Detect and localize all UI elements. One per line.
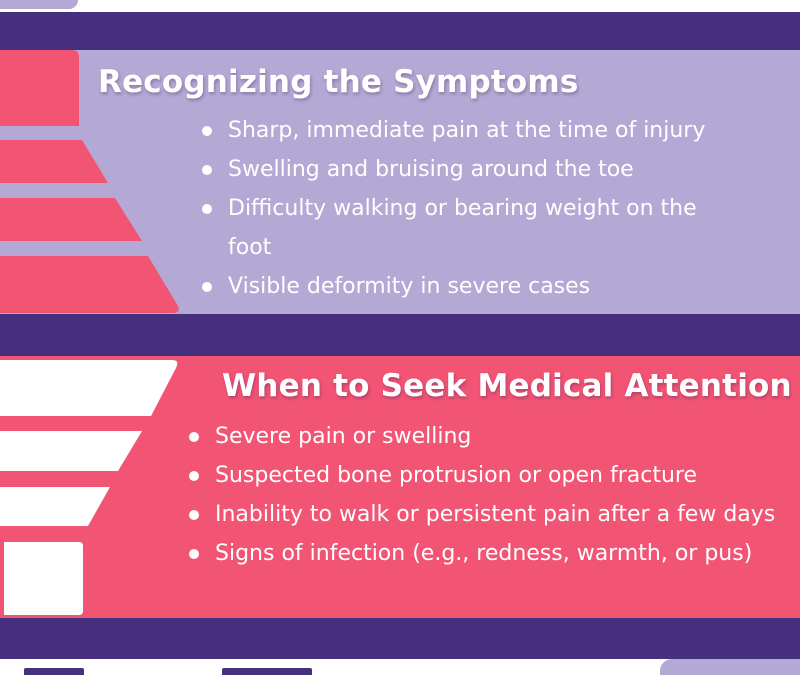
pyramid-tier-4 [0,256,179,313]
list-item: Inability to walk or persistent pain aft… [189,495,789,534]
symptoms-section: Recognizing the Symptoms Sharp, immediat… [0,50,800,314]
medical-attention-section: When to Seek Medical Attention Severe pa… [0,356,800,618]
top-tab-decoration [0,0,78,9]
list-item: Severe pain or swelling [189,417,789,456]
medical-attention-title: When to Seek Medical Attention [222,368,792,404]
symptoms-title: Recognizing the Symptoms [98,64,579,100]
divider-band-middle [0,314,800,356]
bottom-tab-decoration [660,659,800,675]
pyramid-tier-1 [0,50,79,126]
list-item: Sharp, immediate pain at the time of inj… [202,111,742,150]
list-item: Visible deformity in severe cases [202,267,742,306]
list-item: Difficulty walking or bearing weight on … [202,189,742,267]
list-item: Swelling and bruising around the toe [202,150,742,189]
divider-band-bottom [0,618,800,659]
medical-attention-list: Severe pain or swelling Suspected bone p… [189,417,789,573]
pyramid-graphic-pink [0,50,179,313]
inverted-tier-3 [0,487,110,526]
symptoms-list: Sharp, immediate pain at the time of inj… [202,111,742,306]
next-section-heading-fragment [222,668,312,675]
list-item: Suspected bone protrusion or open fractu… [189,456,789,495]
list-item: Signs of infection (e.g., redness, warmt… [189,534,789,573]
pyramid-graphic-white [0,360,178,615]
pyramid-tier-3 [0,198,142,241]
pyramid-tier-2 [0,140,108,183]
divider-band-top [0,12,800,50]
inverted-tier-2 [0,431,142,471]
inverted-tier-4 [4,542,83,615]
next-section-heading-fragment [24,668,84,675]
inverted-tier-1 [0,360,178,416]
